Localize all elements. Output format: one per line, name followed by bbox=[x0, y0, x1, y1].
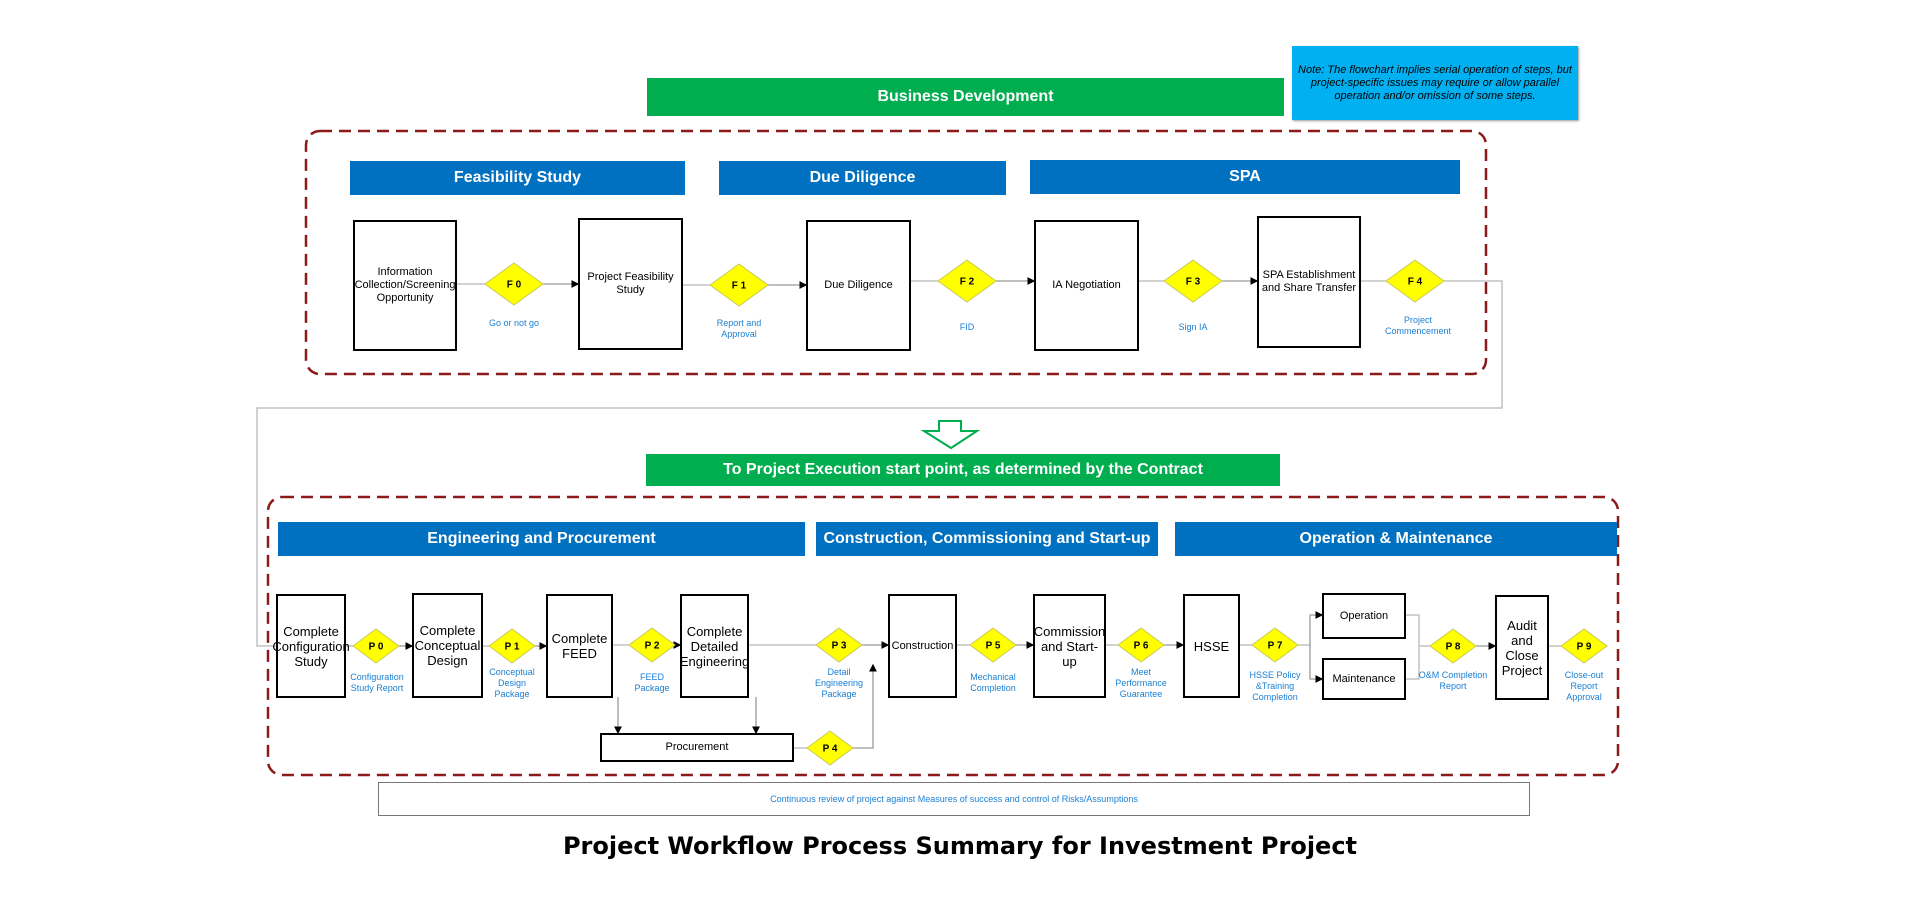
execution-frame bbox=[266, 495, 1620, 777]
gate-f0[interactable]: F 0 bbox=[484, 262, 544, 306]
gate-p0-id: P 0 bbox=[369, 642, 384, 653]
gate-p1-diamond[interactable] bbox=[488, 628, 536, 664]
gate-p3-id: P 3 bbox=[832, 641, 847, 652]
gate-f1-diamond[interactable] bbox=[709, 263, 769, 307]
gate-p9-diamond[interactable] bbox=[1560, 628, 1608, 664]
gate-p7-label: HSSE Policy &Training Completion bbox=[1249, 670, 1301, 702]
gate-p9-label: Close-out Report Approval bbox=[1564, 670, 1604, 702]
step-maintenance[interactable]: Maintenance bbox=[1322, 658, 1406, 700]
gate-f0-id: F 0 bbox=[507, 280, 522, 291]
step-commission-startup[interactable]: Commission and Start-up bbox=[1033, 594, 1106, 698]
step-information-collection[interactable]: Information Collection/Screening Opportu… bbox=[353, 220, 457, 351]
continuous-review-box: Continuous review of project against Mea… bbox=[378, 782, 1530, 816]
step-operation[interactable]: Operation bbox=[1322, 593, 1406, 639]
gate-f1-label: Report and Approval bbox=[716, 318, 762, 339]
project-execution-start-band: To Project Execution start point, as det… bbox=[646, 454, 1280, 486]
gate-f2-label: FID bbox=[959, 322, 975, 332]
gate-f3-id: F 3 bbox=[1186, 277, 1201, 288]
gate-f1-id: F 1 bbox=[732, 281, 747, 292]
gate-p5-diamond[interactable] bbox=[969, 627, 1017, 663]
step-hsse[interactable]: HSSE bbox=[1183, 594, 1240, 698]
gate-f2[interactable]: F 2 bbox=[937, 259, 997, 303]
step-detailed-engineering[interactable]: Complete Detailed Engineering bbox=[680, 594, 749, 698]
gate-p6-label: Meet Performance Guarantee bbox=[1115, 667, 1167, 699]
step-due-diligence[interactable]: Due Diligence bbox=[806, 220, 911, 351]
gate-p8-id: P 8 bbox=[1446, 642, 1461, 653]
gate-f3-label: Sign IA bbox=[1178, 322, 1208, 332]
gate-p8-label: O&M Completion Report bbox=[1418, 670, 1488, 691]
phase-operation-maintenance: Operation & Maintenance bbox=[1175, 522, 1617, 556]
gate-p5[interactable]: P 5 bbox=[969, 627, 1017, 663]
gate-p6[interactable]: P 6 bbox=[1117, 627, 1165, 663]
gate-p1-label: Conceptual Design Package bbox=[489, 667, 535, 699]
gate-f4[interactable]: F 4 bbox=[1385, 259, 1445, 303]
gate-p1[interactable]: P 1 bbox=[488, 628, 536, 664]
step-construction[interactable]: Construction bbox=[888, 594, 957, 698]
business-development-band: Business Development bbox=[647, 78, 1284, 116]
phase-engineering-procurement: Engineering and Procurement bbox=[278, 522, 805, 556]
gate-f0-label: Go or not go bbox=[488, 318, 540, 328]
gate-p0-diamond[interactable] bbox=[352, 628, 400, 664]
gate-f0-diamond[interactable] bbox=[484, 262, 544, 306]
step-ia-negotiation[interactable]: IA Negotiation bbox=[1034, 220, 1139, 351]
gate-p0-label: Configuration Study Report bbox=[350, 672, 404, 693]
note-box: Note: The flowchart implies serial opera… bbox=[1292, 46, 1578, 120]
lower-connectors bbox=[345, 611, 1561, 749]
gate-f2-id: F 2 bbox=[960, 277, 975, 288]
gate-f3-diamond[interactable] bbox=[1163, 259, 1223, 303]
gate-p2-label: FEED Package bbox=[634, 672, 670, 693]
phase-spa: SPA bbox=[1030, 160, 1460, 194]
gate-p3-diamond[interactable] bbox=[815, 627, 863, 663]
gate-p8-diamond[interactable] bbox=[1429, 628, 1477, 664]
gate-p2[interactable]: P 2 bbox=[628, 627, 676, 663]
step-project-feasibility-study[interactable]: Project Feasibility Study bbox=[578, 218, 683, 350]
gate-p2-diamond[interactable] bbox=[628, 627, 676, 663]
gate-f2-diamond[interactable] bbox=[937, 259, 997, 303]
gate-p7-diamond[interactable] bbox=[1251, 627, 1299, 663]
gate-p5-id: P 5 bbox=[986, 641, 1001, 652]
step-conceptual-design[interactable]: Complete Conceptual Design bbox=[412, 593, 483, 698]
phase-construction-commissioning: Construction, Commissioning and Start-up bbox=[816, 522, 1158, 556]
gate-p4-diamond[interactable] bbox=[806, 730, 854, 766]
gate-p6-id: P 6 bbox=[1134, 641, 1149, 652]
gate-p2-id: P 2 bbox=[645, 641, 660, 652]
gate-p7[interactable]: P 7 bbox=[1251, 627, 1299, 663]
business-development-frame bbox=[304, 129, 1488, 376]
gate-p4[interactable]: P 4 bbox=[806, 730, 854, 766]
gate-p4-id: P 4 bbox=[823, 744, 838, 755]
step-spa-establishment[interactable]: SPA Establishment and Share Transfer bbox=[1257, 216, 1361, 348]
gate-f3[interactable]: F 3 bbox=[1163, 259, 1223, 303]
gate-f4-label: Project Commencement bbox=[1384, 315, 1452, 336]
gate-f4-id: F 4 bbox=[1408, 277, 1423, 288]
upper-connectors bbox=[256, 277, 1503, 647]
step-procurement[interactable]: Procurement bbox=[600, 733, 794, 762]
phase-due-diligence: Due Diligence bbox=[719, 161, 1006, 195]
gate-p5-label: Mechanical Completion bbox=[970, 672, 1016, 693]
phase-feasibility-study: Feasibility Study bbox=[350, 161, 685, 195]
page-title: Project Workflow Process Summary for Inv… bbox=[562, 832, 1358, 860]
down-arrow-icon bbox=[920, 420, 981, 450]
step-audit-close[interactable]: Audit and Close Project bbox=[1495, 595, 1549, 700]
gate-p7-id: P 7 bbox=[1268, 641, 1283, 652]
gate-p6-diamond[interactable] bbox=[1117, 627, 1165, 663]
gate-p0[interactable]: P 0 bbox=[352, 628, 400, 664]
gates-layer: F 0 F 1 F 2 F 3 F 4 P 0 P 1 P 2 P 3 P 4 P 5 P 6 P 7 P… bbox=[352, 259, 1608, 766]
gate-p8[interactable]: P 8 bbox=[1429, 628, 1477, 664]
step-complete-feed[interactable]: Complete FEED bbox=[546, 594, 613, 698]
gate-f1[interactable]: F 1 bbox=[709, 263, 769, 307]
gate-p3[interactable]: P 3 bbox=[815, 627, 863, 663]
gate-p3-label: Detail Engineering Package bbox=[814, 667, 864, 699]
gate-p9-id: P 9 bbox=[1577, 642, 1592, 653]
step-configuration-study[interactable]: Complete Configuration Study bbox=[272, 594, 350, 698]
gate-p9[interactable]: P 9 bbox=[1560, 628, 1608, 664]
gate-f4-diamond[interactable] bbox=[1385, 259, 1445, 303]
gate-p1-id: P 1 bbox=[505, 642, 520, 653]
